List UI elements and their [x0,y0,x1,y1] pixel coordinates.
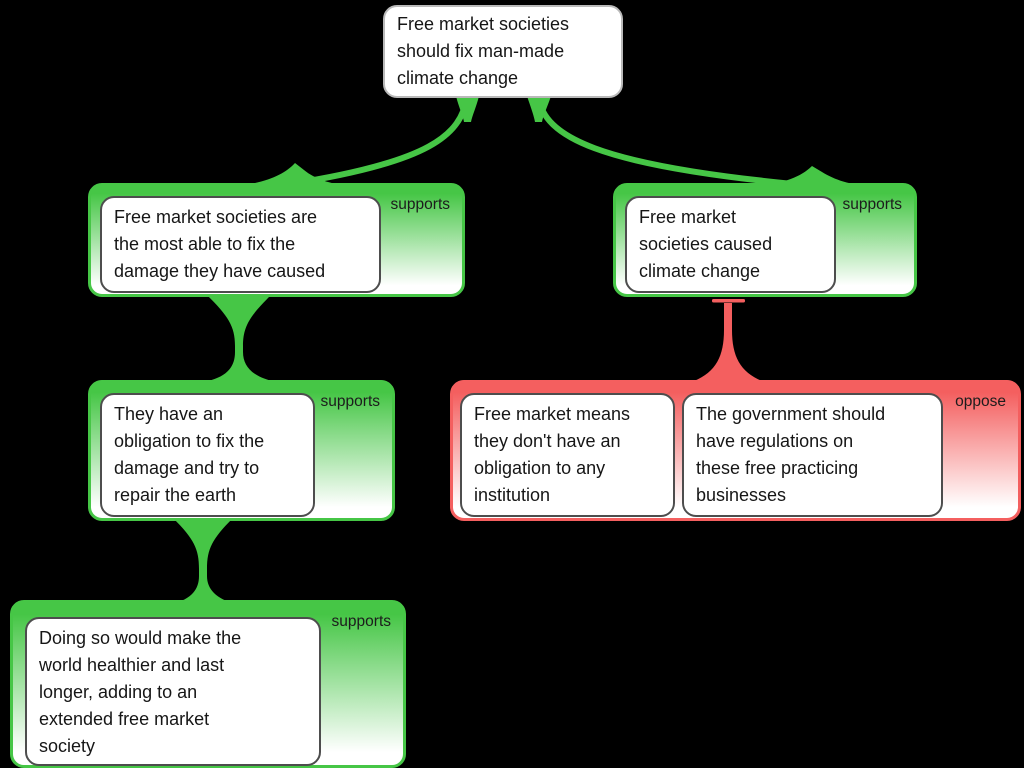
argument-group-caused-climate-change[interactable]: supports Free market societies caused cl… [613,183,917,297]
root-claim-node[interactable]: Free market societies should fix man-mad… [383,5,623,98]
relation-label: oppose [955,393,1006,410]
statement-box-no-obligation[interactable]: Free market means they don't have an obl… [460,393,675,517]
support-edge-most-able-to-obligation[interactable] [207,295,272,381]
argument-group-most-able[interactable]: supports Free market societies are the m… [88,183,465,297]
oppose-edge-to-caused[interactable] [694,299,762,381]
attack-t-bar [712,299,745,303]
statement-box-obligation[interactable]: They have an obligation to fix the damag… [100,393,315,517]
relation-label: supports [320,393,380,410]
statement-box-caused-climate-change[interactable]: Free market societies caused climate cha… [625,196,836,293]
argument-group-oppose[interactable]: oppose Free market means they don't have… [450,380,1021,521]
support-edge-obligation-to-healthier[interactable] [172,518,236,604]
argument-group-obligation[interactable]: supports They have an obligation to fix … [88,380,395,521]
relation-label: supports [842,196,902,213]
statement-box-healthier-world[interactable]: Doing so would make the world healthier … [25,617,321,766]
statement-box-most-able[interactable]: Free market societies are the most able … [100,196,381,293]
relation-label: supports [390,196,450,213]
support-edge-root-to-caused[interactable] [527,96,872,189]
statement-box-government-regulations[interactable]: The government should have regulations o… [682,393,943,517]
support-edge-root-to-most-able[interactable] [238,96,479,187]
relation-label: supports [331,613,391,630]
argument-group-healthier-world[interactable]: supports Doing so would make the world h… [10,600,406,768]
